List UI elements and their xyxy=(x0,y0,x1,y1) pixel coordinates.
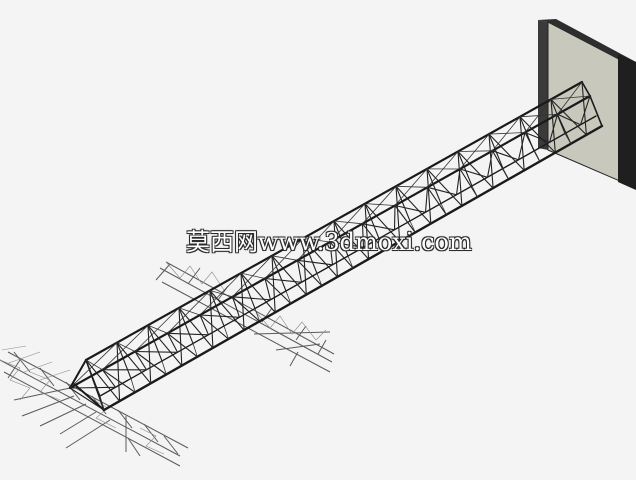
web-diagonal xyxy=(265,279,302,283)
web-diagonal xyxy=(70,387,116,388)
watermark-text: 莫西网www.3dmoxi.com xyxy=(186,222,472,257)
web-diagonal xyxy=(272,256,275,313)
web-diagonal xyxy=(241,273,244,330)
web-diagonal xyxy=(210,291,213,348)
bottom-brace xyxy=(348,256,353,268)
web-diagonal xyxy=(427,169,462,206)
web-diagonal xyxy=(426,187,428,212)
web-diagonal xyxy=(135,352,178,353)
bottom-brace xyxy=(472,186,478,197)
web-diagonal xyxy=(489,134,524,170)
bottom-brace xyxy=(534,151,540,162)
web-diagonal xyxy=(117,343,120,402)
bottom-brace xyxy=(503,169,509,180)
web-diagonal xyxy=(103,370,116,388)
web-diagonal xyxy=(148,325,151,383)
bottom-brace xyxy=(441,204,446,215)
web-diagonal xyxy=(179,308,182,366)
web-diagonal xyxy=(168,333,178,352)
web-diagonal xyxy=(457,169,461,195)
web-diagonal xyxy=(168,333,209,335)
web-diagonal xyxy=(298,260,333,265)
top-brace xyxy=(428,152,459,188)
